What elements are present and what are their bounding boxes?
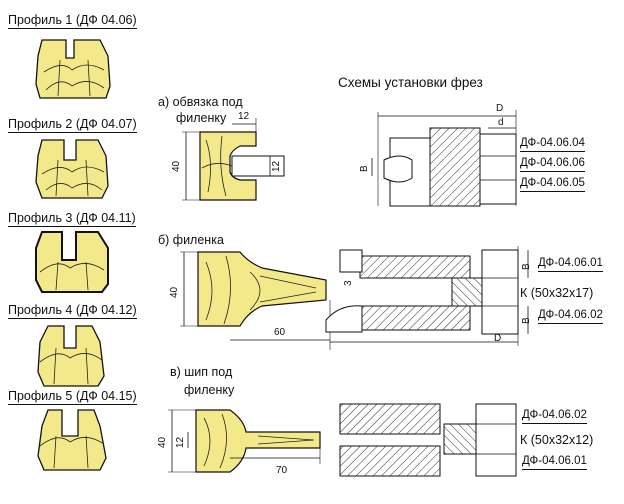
profile-5-label: Профиль 5 (ДФ 04.15) — [8, 389, 137, 405]
profile-3-label: Профиль 3 (ДФ 04.11) — [8, 211, 136, 227]
profile-4-cutter-icon — [37, 325, 105, 387]
section-c-dim-12: 12 — [175, 436, 186, 448]
section-a-dim-12-side: 12 — [271, 160, 282, 172]
section-c-cutter-scheme — [339, 403, 517, 477]
section-a-dim-d: d — [498, 117, 504, 128]
section-b-dim-3: 3 — [343, 280, 354, 286]
section-c-part-top: ДФ-04.06.02 — [522, 409, 587, 424]
section-c-dim-70: 70 — [276, 465, 288, 476]
section-c-dim-40: 40 — [157, 436, 168, 448]
profile-4-label: Профиль 4 (ДФ 04.12) — [8, 303, 137, 319]
section-a-part-1: ДФ-04.06.04 — [520, 137, 585, 152]
section-b-dim-D: D — [494, 333, 502, 344]
schemes-title: Схемы установки фрез — [338, 75, 483, 90]
profile-1-cutter-icon — [35, 39, 111, 99]
profile-5-cutter-icon — [37, 409, 107, 471]
section-b-cutter-scheme — [325, 246, 529, 346]
section-a-workpiece — [182, 118, 285, 201]
section-a-cutter-scheme — [371, 110, 517, 207]
section-a-part-3: ДФ-04.06.05 — [520, 177, 585, 192]
section-c-part-bottom: ДФ-04.06.01 — [522, 455, 587, 470]
section-a-dim-12-top: 12 — [238, 111, 250, 122]
section-b-workpiece — [180, 251, 331, 350]
section-c-title: в) шип под — [170, 365, 233, 379]
section-a-part-2: ДФ-04.06.06 — [520, 157, 585, 172]
profile-2-label: Профиль 2 (ДФ 04.07) — [8, 117, 137, 133]
section-b-ring: К (50х32х17) — [520, 286, 594, 300]
section-b-part-top: ДФ-04.06.01 — [538, 257, 603, 272]
section-b-dim-B-bottom: В — [521, 317, 532, 324]
section-c-ring: К (50х32х12) — [520, 433, 594, 447]
section-c-title-2: филенку — [184, 383, 235, 397]
section-b-title: б) филенка — [158, 233, 224, 247]
section-a-title-2: филенку — [176, 111, 227, 125]
section-b-dim-60: 60 — [274, 327, 286, 338]
section-c-workpiece — [168, 409, 321, 473]
section-a-dim-D: D — [496, 103, 504, 114]
section-b-part-bottom: ДФ-04.06.02 — [538, 309, 603, 324]
profile-2-cutter-icon — [35, 139, 109, 199]
section-a-title: а) обвязка под — [158, 95, 243, 109]
profile-3-cutter-icon — [35, 231, 109, 293]
section-a-dim-40: 40 — [171, 160, 182, 172]
profile-1-label: Профиль 1 (ДФ 04.06) — [8, 13, 137, 29]
section-a-dim-B: В — [359, 165, 370, 172]
section-b-dim-B-top: В — [521, 263, 532, 270]
section-b-dim-40: 40 — [169, 286, 180, 298]
